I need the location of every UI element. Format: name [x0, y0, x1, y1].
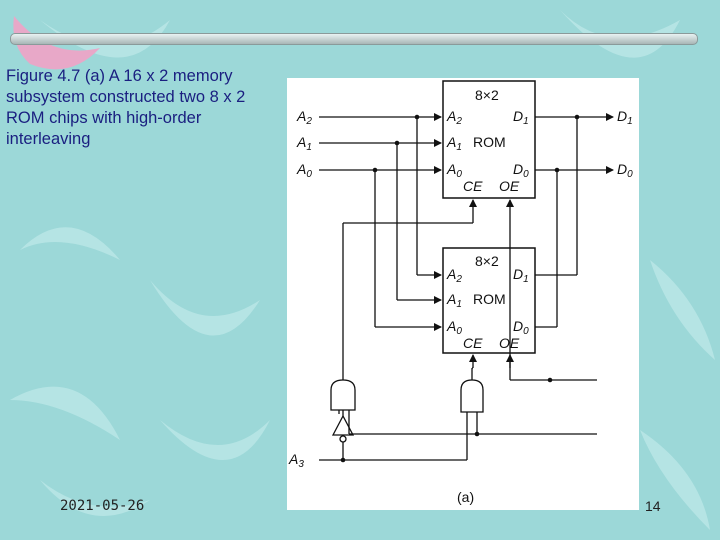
- inverter: [331, 414, 355, 436]
- slide-date: 2021-05-26: [60, 498, 145, 514]
- top-rom-chip: [442, 80, 536, 199]
- title-rule: [10, 33, 698, 45]
- and-gate-right: [460, 379, 484, 413]
- circuit-figure: A2 A1 A0 A3 D1 D0 8×2 A2 A1 ROM A0 D1 D0…: [287, 78, 639, 510]
- bottom-rom-chip: [442, 247, 536, 354]
- and-gate-left: [330, 379, 356, 411]
- figure-caption: Figure 4.7 (a) A 16 x 2 memory subsystem…: [6, 67, 246, 148]
- slide-page-number: 14: [645, 498, 661, 514]
- corner-logo: [13, 16, 100, 70]
